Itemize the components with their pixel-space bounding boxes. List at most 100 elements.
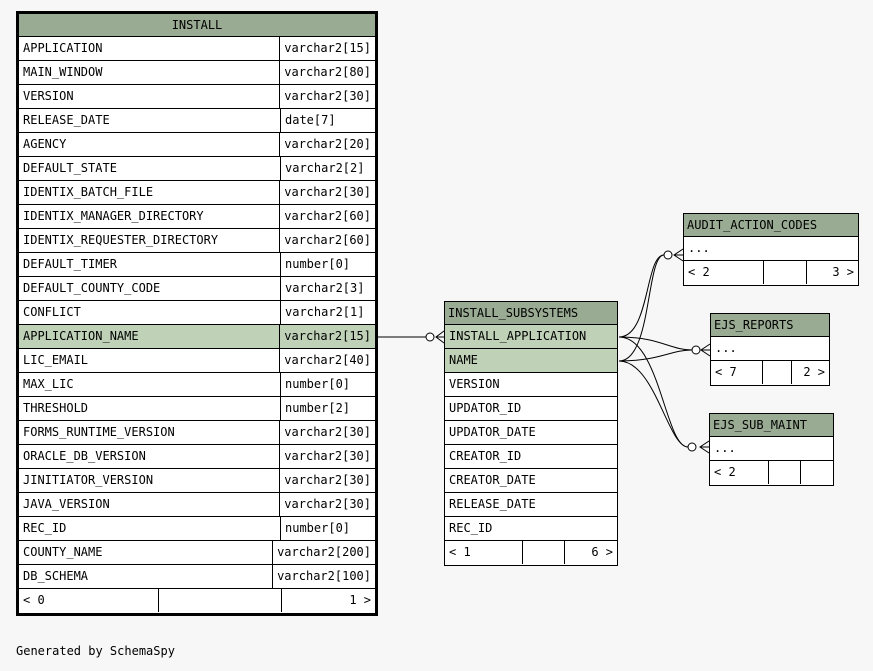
column-name: DEFAULT_COUNTY_CODE [19, 277, 281, 300]
table-row[interactable]: CREATOR_DATE [445, 469, 617, 493]
child-count[interactable]: 3 > [806, 261, 858, 284]
table-row[interactable]: RELEASE_DATE date[7] [19, 109, 375, 133]
table-install-subsystems-title[interactable]: INSTALL_SUBSYSTEMS [445, 302, 617, 325]
column-name: UPDATOR_DATE [449, 425, 536, 439]
column-name: REC_ID [19, 517, 281, 540]
table-row[interactable]: RELEASE_DATE [445, 493, 617, 517]
column-type: varchar2[30] [284, 89, 371, 103]
column-name: APPLICATION [19, 37, 281, 60]
child-count[interactable]: 2 > [791, 361, 829, 384]
parent-count[interactable]: < 0 [23, 593, 45, 607]
generated-by-credit: Generated by SchemaSpy [16, 644, 175, 658]
column-name: DB_SCHEMA [19, 565, 274, 588]
column-name: AGENCY [19, 133, 281, 156]
table-install-subsystems-footer: < 1 6 > [445, 541, 617, 564]
collapsed-columns: ... [684, 237, 858, 261]
link-circle-reports [691, 345, 701, 355]
table-ejs-sub-maint[interactable]: EJS_SUB_MAINT ... < 2 [709, 413, 834, 486]
table-audit-action-codes[interactable]: AUDIT_ACTION_CODES ... < 2 3 > [683, 213, 859, 286]
table-ejs-reports-footer: < 7 2 > [711, 361, 829, 384]
column-name: DEFAULT_TIMER [19, 253, 281, 276]
column-type: varchar2[40] [284, 353, 371, 367]
column-name: JAVA_VERSION [19, 493, 281, 516]
collapsed-columns: ... [710, 437, 833, 461]
child-count[interactable] [800, 461, 833, 484]
footer-mid [158, 589, 281, 612]
crowfoot-audit [673, 248, 684, 262]
link-circle-maint [687, 442, 697, 452]
crowfoot-reports [700, 343, 711, 357]
parent-count[interactable]: < 1 [449, 545, 471, 559]
column-name: ORACLE_DB_VERSION [19, 445, 281, 468]
table-ejs-reports-title[interactable]: EJS_REPORTS [711, 314, 829, 337]
table-audit-action-codes-footer: < 2 3 > [684, 261, 858, 284]
column-name: MAIN_WINDOW [19, 61, 281, 84]
table-row[interactable]: UPDATOR_DATE [445, 421, 617, 445]
table-row[interactable]: NAME [445, 349, 617, 373]
parent-count[interactable]: < 2 [688, 265, 710, 279]
table-install-title[interactable]: INSTALL [19, 14, 375, 37]
child-count[interactable]: 6 > [564, 541, 617, 564]
column-name: IDENTIX_REQUESTER_DIRECTORY [19, 229, 281, 252]
table-row[interactable]: DEFAULT_COUNTY_CODE varchar2[3] [19, 277, 375, 301]
table-audit-action-codes-title[interactable]: AUDIT_ACTION_CODES [684, 214, 858, 237]
column-type: varchar2[3] [285, 281, 365, 295]
parent-count[interactable]: < 7 [715, 365, 737, 379]
column-type: varchar2[60] [284, 209, 371, 223]
column-type: varchar2[30] [284, 473, 371, 487]
column-name: INSTALL_APPLICATION [449, 329, 587, 343]
column-name: REC_ID [449, 521, 493, 535]
column-type: varchar2[30] [284, 449, 371, 463]
table-row[interactable]: UPDATOR_ID [445, 397, 617, 421]
column-type: varchar2[20] [284, 137, 371, 151]
column-type: number[2] [285, 401, 351, 415]
link-subsystems-name-to-audit [618, 254, 665, 362]
column-name: APPLICATION_NAME [19, 325, 281, 348]
column-type: varchar2[30] [284, 425, 371, 439]
column-name: RELEASE_DATE [19, 109, 281, 132]
column-name: CREATOR_DATE [449, 473, 536, 487]
table-row[interactable]: VERSION [445, 373, 617, 397]
link-subsystems-name-to-reports [618, 349, 693, 362]
table-ejs-reports[interactable]: EJS_REPORTS ... < 7 2 > [710, 313, 830, 386]
crowfoot-maint [699, 440, 710, 454]
parent-count[interactable]: < 2 [714, 465, 736, 479]
footer-mid [763, 261, 806, 284]
child-count[interactable]: 1 > [281, 589, 375, 612]
column-type: varchar2[80] [284, 65, 371, 79]
column-type: date[7] [285, 113, 336, 127]
table-ejs-sub-maint-title[interactable]: EJS_SUB_MAINT [710, 414, 833, 437]
crowfoot-subsystems [435, 330, 445, 344]
column-type: varchar2[60] [284, 233, 371, 247]
table-row[interactable]: CREATOR_ID [445, 445, 617, 469]
table-row[interactable]: REC_ID [445, 517, 617, 541]
column-name: CONFLICT [19, 301, 281, 324]
column-name: NAME [449, 353, 478, 367]
table-install-subsystems[interactable]: INSTALL_SUBSYSTEMS INSTALL_APPLICATION NA… [444, 301, 618, 566]
table-row[interactable]: INSTALL_APPLICATION [445, 325, 617, 349]
